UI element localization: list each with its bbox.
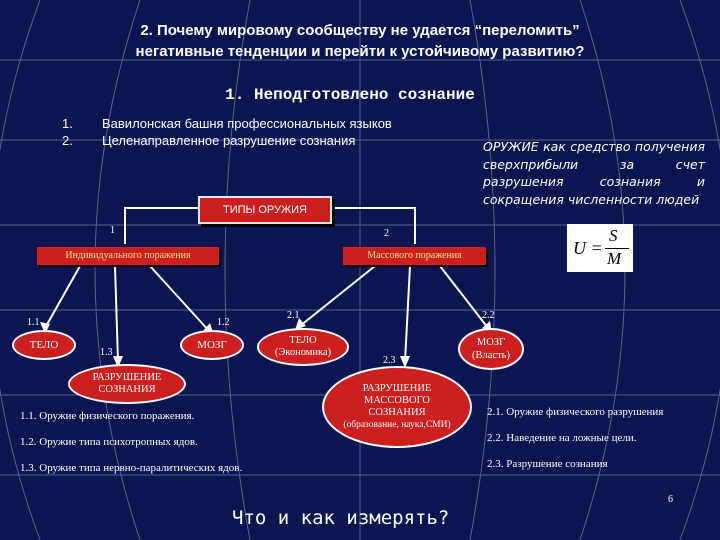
node-line: РАЗРУШЕНИЕ bbox=[92, 372, 162, 383]
branch-label-1-1: 1.1 bbox=[27, 317, 40, 328]
mozg-node-label: МОЗГ bbox=[197, 339, 227, 351]
title-line-2: негативные тенденции и перейти к устойчи… bbox=[135, 43, 585, 60]
mass-damage-box: Массового поражения bbox=[343, 247, 486, 265]
node-line: СОЗНАНИЯ bbox=[98, 384, 156, 395]
node-line: СОЗНАНИЯ bbox=[368, 407, 426, 418]
title-line-1: 2. Почему мировому сообществу не удается… bbox=[140, 22, 580, 39]
problem-list: 1. Вавилонская башня профессиональных яз… bbox=[62, 115, 392, 149]
formula-fraction-bar bbox=[605, 248, 629, 249]
mozg-power-node: МОЗГ (Власть) bbox=[458, 328, 524, 370]
branch-label-2-3: 2.3 bbox=[383, 355, 396, 366]
node-line: (Власть) bbox=[472, 350, 510, 361]
right-note-2-1: 2.1. Оружие физического разрушения bbox=[487, 406, 664, 418]
formula-lhs: U = bbox=[573, 238, 603, 258]
weapon-types-box: ТИПЫ ОРУЖИЯ bbox=[198, 196, 332, 224]
mozg-node: МОЗГ bbox=[180, 330, 244, 360]
branch-label-1-2: 1.2 bbox=[217, 317, 230, 328]
telo-economy-node: ТЕЛО (Экономика) bbox=[257, 328, 349, 366]
page-number: 6 bbox=[668, 494, 673, 505]
list-item: 2. Целенаправленное разрушение сознания bbox=[62, 132, 392, 149]
telo-node: ТЕЛО bbox=[12, 330, 76, 360]
list-item-text: Целенаправленное разрушение сознания bbox=[102, 133, 356, 148]
formula-numerator: S bbox=[609, 226, 618, 245]
node-line: (Экономика) bbox=[274, 347, 332, 358]
node-line: МАССОВОГО bbox=[364, 395, 430, 406]
branch-label-2-2: 2.2 bbox=[482, 310, 495, 321]
slide-title: 2. Почему мировому сообществу не удается… bbox=[40, 20, 680, 62]
branch-label-2: 2 bbox=[384, 228, 389, 239]
mass-consciousness-destruction-node: РАЗРУШЕНИЕ МАССОВОГО СОЗНАНИЯ (образован… bbox=[322, 366, 472, 448]
branch-label-1-3: 1.3 bbox=[100, 347, 113, 358]
branch-label-2-1: 2.1 bbox=[287, 310, 300, 321]
weapon-definition-note: ОРУЖИЕ как средство получения сверхприбы… bbox=[483, 139, 705, 207]
right-note-2-2: 2.2. Наведение на ложные цели. bbox=[487, 432, 637, 444]
measure-question: Что и как измерять? bbox=[232, 507, 450, 529]
telo-node-label: ТЕЛО bbox=[29, 339, 59, 351]
right-note-2-3: 2.3. Разрушение сознания bbox=[487, 458, 608, 470]
slide-subtitle: 1. Неподготовлено сознание bbox=[225, 86, 475, 104]
node-line: ТЕЛО bbox=[289, 335, 317, 346]
list-item-number: 1. bbox=[62, 116, 73, 131]
node-line: РАЗРУШЕНИЕ bbox=[362, 383, 432, 394]
formula-box: U = S M bbox=[567, 224, 633, 272]
consciousness-destruction-node: РАЗРУШЕНИЕ СОЗНАНИЯ bbox=[68, 364, 186, 404]
node-line: (образование, наука,СМИ) bbox=[343, 420, 451, 430]
individual-damage-box: Индивидуального поражения bbox=[37, 247, 219, 265]
formula-denominator: M bbox=[607, 249, 622, 268]
list-item: 1. Вавилонская башня профессиональных яз… bbox=[62, 115, 392, 132]
list-item-number: 2. bbox=[62, 133, 73, 148]
left-note-1-2: 1.2. Оружие типа психотропных ядов. bbox=[20, 436, 198, 448]
branch-label-1: 1 bbox=[110, 225, 115, 236]
list-item-text: Вавилонская башня профессиональных языко… bbox=[102, 116, 392, 131]
left-note-1-1: 1.1. Оружие физического поражения. bbox=[20, 410, 195, 422]
node-line: МОЗГ bbox=[476, 337, 506, 348]
left-note-1-3: 1.3. Оружие типа нервно-паралитических я… bbox=[20, 462, 243, 474]
